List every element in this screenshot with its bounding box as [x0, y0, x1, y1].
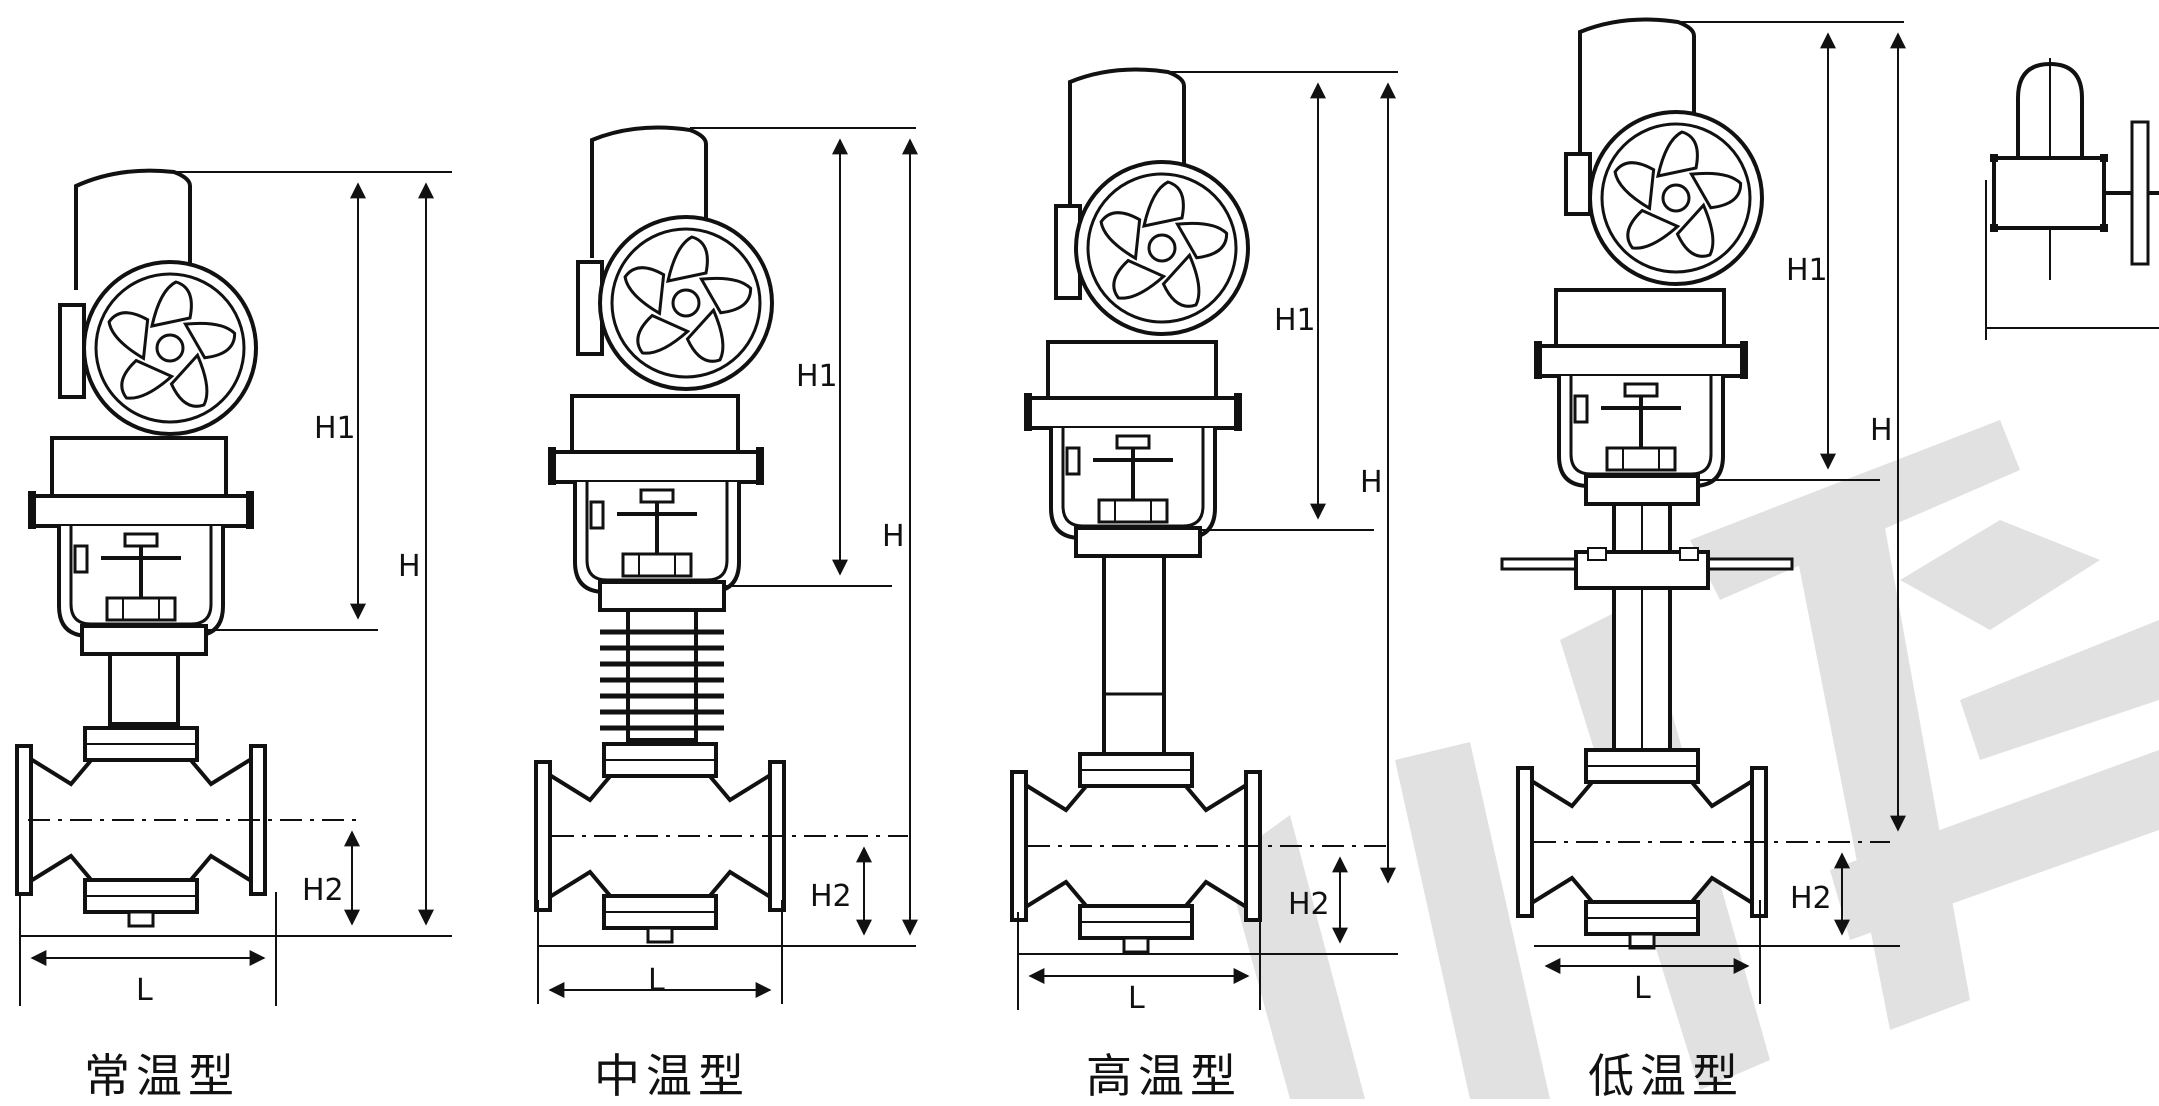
label-l-valve-4: L	[1634, 971, 1651, 1006]
valve-medium-temperature	[534, 125, 908, 944]
label-l-valve-3: L	[1128, 981, 1145, 1016]
label-h-valve-3: H	[1360, 465, 1383, 500]
dimension-labels: H1 H H2 L H1 H H2 L H1 H H2 L H1 H H2 L	[136, 250, 1894, 1016]
dimensions	[19, 21, 1906, 1010]
label-l-valve-1: L	[136, 973, 153, 1008]
label-h1-valve-3: H1	[1274, 303, 1316, 338]
side-view	[1985, 58, 2159, 340]
label-h2-valve-4: H2	[1790, 881, 1832, 916]
valve-low-temperature	[1500, 17, 1890, 950]
caption-normal-temperature: 常温型	[84, 1049, 240, 1103]
valve-normal-temperature	[15, 168, 358, 928]
caption-medium-temperature: 中温型	[594, 1049, 750, 1103]
label-h2-valve-2: H2	[810, 879, 852, 914]
label-h-valve-4: H	[1870, 413, 1893, 448]
bellows	[600, 608, 724, 742]
label-h1-valve-4: H1	[1786, 253, 1828, 288]
label-h2-valve-1: H2	[302, 873, 344, 908]
label-h1-valve-2: H1	[796, 359, 838, 394]
label-h-valve-2: H	[882, 519, 905, 554]
valve-high-temperature	[1010, 67, 1392, 954]
label-h2-valve-3: H2	[1288, 887, 1330, 922]
caption-low-temperature: 低温型	[1588, 1049, 1744, 1103]
label-h-valve-1: H	[398, 549, 421, 584]
label-h1-valve-1: H1	[314, 411, 356, 446]
label-l-valve-2: L	[648, 963, 665, 998]
caption-high-temperature: 高温型	[1086, 1049, 1242, 1103]
